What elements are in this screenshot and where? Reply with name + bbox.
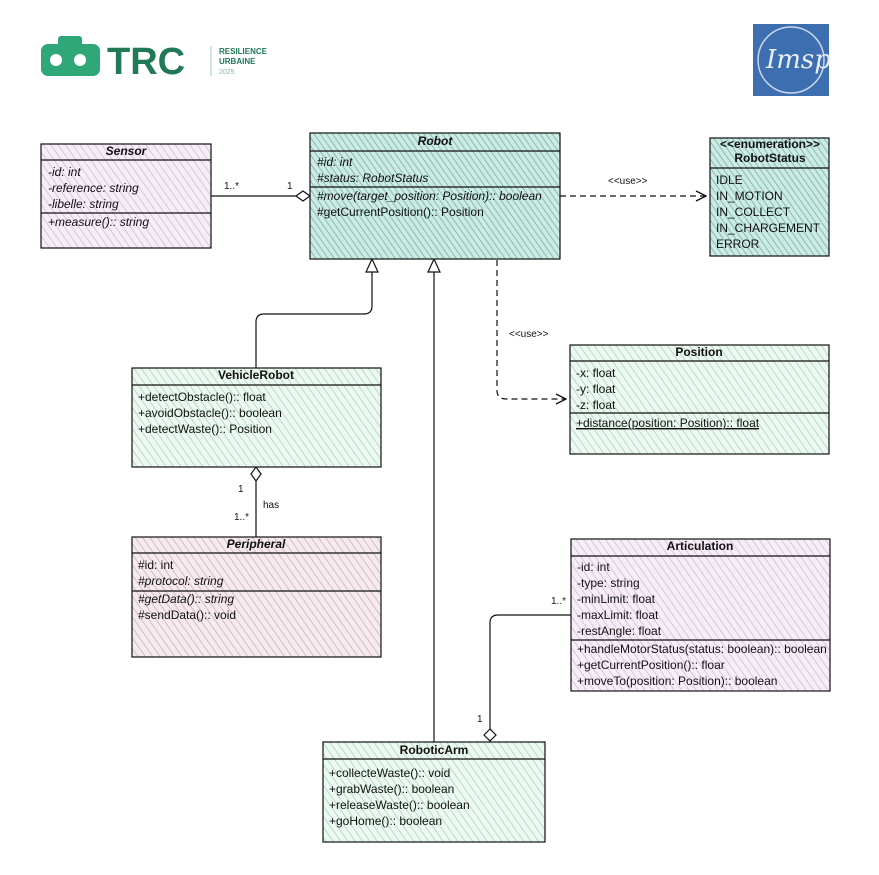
vehicle-robot-generalization — [255, 272, 373, 368]
arm-articulation-association — [489, 614, 571, 729]
enum-value: ERROR — [716, 237, 760, 251]
method: +moveTo(position: Position):: boolean — [577, 674, 777, 688]
trc-wordmark: TRC — [107, 41, 185, 83]
class-sensor: Sensor -id: int -reference: string -libe… — [40, 143, 212, 249]
method: #getData():: string — [138, 592, 234, 606]
class-name: Robot — [418, 134, 454, 148]
generalization-triangle — [427, 257, 441, 273]
method: #getCurrentPosition():: Position — [317, 205, 484, 219]
multiplicity: 1..* — [234, 512, 249, 523]
method: +handleMotorStatus(status: boolean):: bo… — [577, 642, 827, 656]
multiplicity: 1 — [238, 484, 244, 495]
method: +goHome():: boolean — [329, 814, 442, 828]
method: +detectObstacle():: float — [138, 390, 266, 404]
class-robotic-arm: RoboticArm +collecteWaste():: void +grab… — [322, 741, 546, 843]
method: +distance(position: Position):: float — [576, 416, 760, 430]
relation-labels: 1..* 1 <<use>> <<use>> 1 has 1..* 1..* 1 — [224, 176, 648, 725]
class-position: Position -x: float -y: float -z: float +… — [569, 344, 830, 455]
class-name: Position — [675, 345, 722, 359]
enum-stereotype: <<enumeration>> — [720, 137, 820, 151]
connectors — [211, 190, 706, 742]
attribute: -type: string — [577, 576, 640, 590]
aggregation-diamond — [483, 728, 497, 742]
method: #move(target_position: Position):: boole… — [317, 189, 542, 203]
trc-logo: TRC RESILIENCE URBAINE 2025 — [41, 36, 268, 83]
class-peripheral: Peripheral #id: int #protocol: string #g… — [131, 536, 382, 658]
method: +getCurrentPosition():: floar — [577, 658, 725, 672]
attribute: -restAngle: float — [577, 624, 662, 638]
method: +collecteWaste():: void — [329, 766, 450, 780]
robot-position-dependency — [496, 260, 566, 399]
attribute: -z: float — [576, 398, 616, 412]
attribute: -reference: string — [48, 181, 139, 195]
logo-line-2: URBAINE — [219, 57, 256, 66]
association-label: has — [263, 500, 279, 511]
attribute: -y: float — [576, 382, 616, 396]
use-stereotype: <<use>> — [509, 329, 549, 340]
imsp-logo: Imsp — [753, 24, 831, 96]
enum-value: IN_CHARGEMENT — [716, 221, 821, 235]
attribute: #protocol: string — [138, 574, 224, 588]
class-vehicle-robot: VehicleRobot +detectObstacle():: float +… — [131, 367, 382, 468]
attribute: -minLimit: float — [577, 592, 656, 606]
enum-name: RobotStatus — [734, 151, 806, 165]
method: #sendData():: void — [138, 608, 236, 622]
enum-value: IN_COLLECT — [716, 205, 791, 219]
class-name: VehicleRobot — [218, 368, 294, 382]
method: +releaseWaste():: boolean — [329, 798, 470, 812]
robot-head-icon — [41, 36, 100, 76]
logo-line-1: RESILIENCE — [219, 47, 268, 56]
multiplicity: 1 — [287, 181, 293, 192]
aggregation-diamond — [250, 465, 262, 483]
use-stereotype: <<use>> — [608, 176, 648, 187]
enum-value: IDLE — [716, 173, 743, 187]
method: +detectWaste():: Position — [138, 422, 272, 436]
class-name: Articulation — [667, 539, 734, 553]
generalization-triangle — [365, 257, 379, 273]
class-name: Peripheral — [227, 537, 286, 551]
enum-robot-status: <<enumeration>> RobotStatus IDLE IN_MOTI… — [709, 137, 830, 257]
method: +grabWaste():: boolean — [329, 782, 454, 796]
aggregation-diamond — [294, 190, 312, 202]
imsp-wordmark: Imsp — [765, 45, 831, 75]
attribute: #id: int — [138, 558, 174, 572]
multiplicity: 1..* — [224, 181, 239, 192]
class-articulation: Articulation -id: int -type: string -min… — [570, 538, 831, 692]
attribute: -id: int — [577, 560, 610, 574]
attribute: #id: int — [317, 155, 353, 169]
attribute: -x: float — [576, 366, 616, 380]
attribute: -libelle: string — [48, 197, 119, 211]
attribute: -id: int — [48, 165, 81, 179]
class-robot: Robot #id: int #status: RobotStatus #mov… — [309, 132, 561, 260]
method: +measure():: string — [48, 215, 149, 229]
multiplicity: 1 — [477, 714, 483, 725]
class-name: Sensor — [106, 144, 148, 158]
enum-value: IN_MOTION — [716, 189, 783, 203]
class-name: RoboticArm — [400, 743, 469, 757]
multiplicity: 1..* — [551, 596, 566, 607]
method: +avoidObstacle():: boolean — [138, 406, 282, 420]
logo-year: 2025 — [219, 69, 235, 76]
attribute: -maxLimit: float — [577, 608, 659, 622]
attribute: #status: RobotStatus — [317, 171, 428, 185]
